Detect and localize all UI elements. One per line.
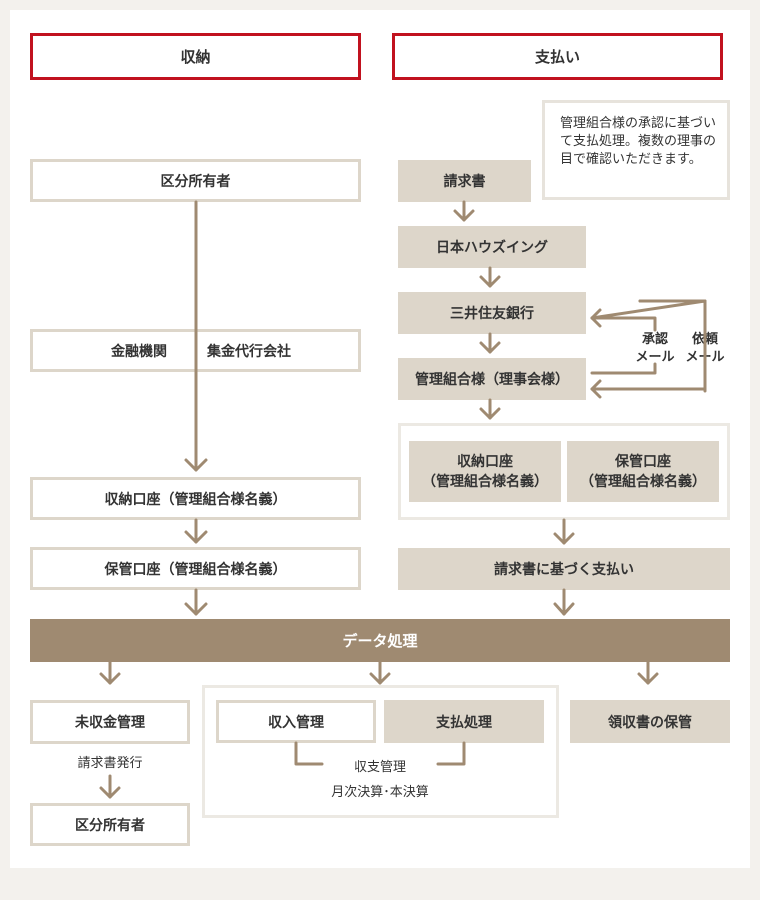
owner-box: 区分所有者 [30,159,361,202]
right-custody-account-box: 保管口座（管理組合様名義） [567,441,719,502]
collection-account-box: 収納口座（管理組合様名義） [30,477,361,520]
collection-agency-label: 集金代行会社 [207,343,291,360]
balance-management-label: 収支管理 [320,756,440,775]
payment-box: 請求書に基づく支払い [398,548,730,590]
payment-processing-box: 支払処理 [384,700,544,743]
finance-institution-label: 金融機関 [111,343,167,360]
association-box: 管理組合様（理事会様） [398,358,586,400]
settlement-label: 月次決算･本決算 [331,785,429,800]
right-collection-account-box: 収納口座（管理組合様名義） [409,441,561,502]
invoice-box: 請求書 [398,160,531,202]
bank-box: 三井住友銀行 [398,292,586,334]
unpaid-management-box: 未収金管理 [30,700,190,744]
invoice-issue-label: 請求書発行 [77,756,143,771]
header-collection: 収納 [30,33,361,80]
receipt-storage-box: 領収書の保管 [570,700,730,743]
header-payment: 支払い [392,33,723,80]
approval-note: 管理組合様の承認に基づいて支払処理。複数の理事の目で確認いただきます。 [542,100,730,200]
company-box: 日本ハウズイング [398,226,586,268]
custody-account-box: 保管口座（管理組合様名義） [30,547,361,590]
approval-mail-label: 承認メール [635,332,675,365]
data-processing-band: データ処理 [30,619,730,662]
bottom-owner-box: 区分所有者 [30,803,190,846]
